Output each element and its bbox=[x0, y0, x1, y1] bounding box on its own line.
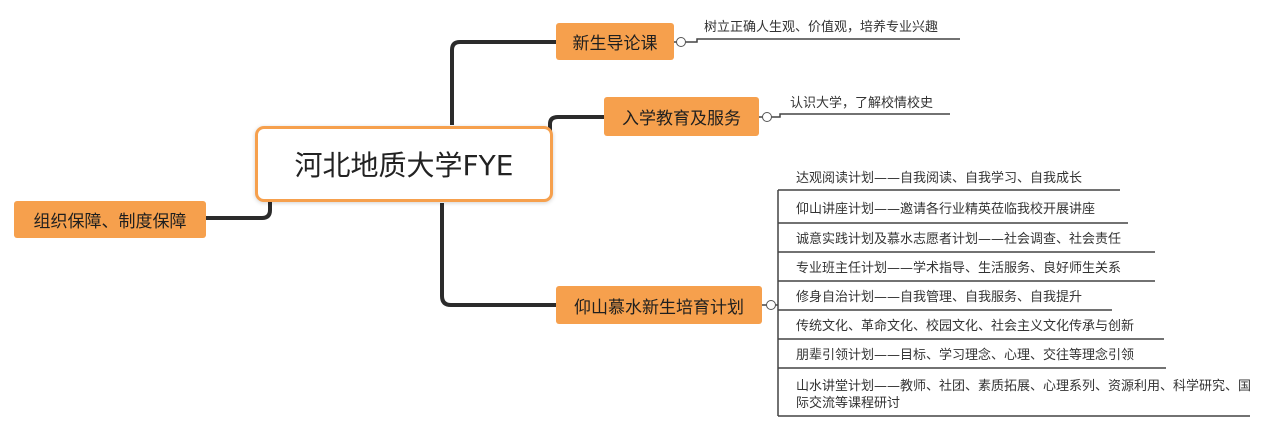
branch-3-note-1: 达观阅读计划——自我阅读、自我学习、自我成长 bbox=[796, 171, 1083, 186]
left-topic[interactable]: 组织保障、制度保障 bbox=[14, 201, 206, 238]
branch-3-note-2: 仰山讲座计划——邀请各行业精英莅临我校开展讲座 bbox=[796, 202, 1096, 217]
branch-topic-2[interactable]: 入学教育及服务 bbox=[604, 97, 759, 136]
connector-center-branch-2 bbox=[548, 115, 604, 132]
branch-2-note: 认识大学，了解校情校史 bbox=[790, 96, 934, 111]
connector-center-left bbox=[206, 200, 272, 220]
branch-topic-1[interactable]: 新生导论课 bbox=[556, 23, 674, 60]
connector-branch-3-leaves bbox=[778, 189, 1250, 417]
branch-topic-2-label: 入学教育及服务 bbox=[622, 109, 741, 129]
branch-3-note-7: 朋辈引领计划——目标、学习理念、心理、交往等理念引领 bbox=[796, 348, 1135, 363]
center-topic-label: 河北地质大学FYE bbox=[294, 149, 514, 182]
connector-branch-2-note bbox=[759, 113, 950, 118]
collapse-toggle-icon[interactable] bbox=[676, 37, 686, 47]
branch-topic-1-label: 新生导论课 bbox=[572, 34, 658, 54]
collapse-toggle-icon[interactable] bbox=[762, 112, 772, 122]
branch-topic-3[interactable]: 仰山慕水新生培育计划 bbox=[556, 286, 762, 324]
branch-3-note-6: 传统文化、革命文化、校园文化、社会主义文化传承与创新 bbox=[796, 319, 1135, 334]
branch-1-note: 树立正确人生观、价值观，培养专业兴趣 bbox=[704, 20, 939, 35]
connector-center-branch-3 bbox=[440, 203, 556, 307]
branch-3-note-4: 专业班主任计划——学术指导、生活服务、良好师生关系 bbox=[796, 261, 1122, 276]
branch-3-note-5: 修身自治计划——自我管理、自我服务、自我提升 bbox=[796, 290, 1083, 305]
left-topic-label: 组织保障、制度保障 bbox=[33, 212, 187, 232]
collapse-toggle-icon[interactable] bbox=[766, 300, 776, 310]
branch-topic-3-label: 仰山慕水新生培育计划 bbox=[574, 297, 744, 318]
connector-branch-1-note bbox=[674, 38, 960, 43]
branch-3-note-8: 山水讲堂计划——教师、社团、素质拓展、心理系列、资源利用、科学研究、国际交流等课… bbox=[796, 379, 1252, 411]
branch-3-note-3: 诚意实践计划及慕水志愿者计划——社会调查、社会责任 bbox=[796, 232, 1122, 247]
connector-center-branch-1 bbox=[450, 40, 556, 125]
center-topic[interactable]: 河北地质大学FYE bbox=[255, 126, 553, 202]
